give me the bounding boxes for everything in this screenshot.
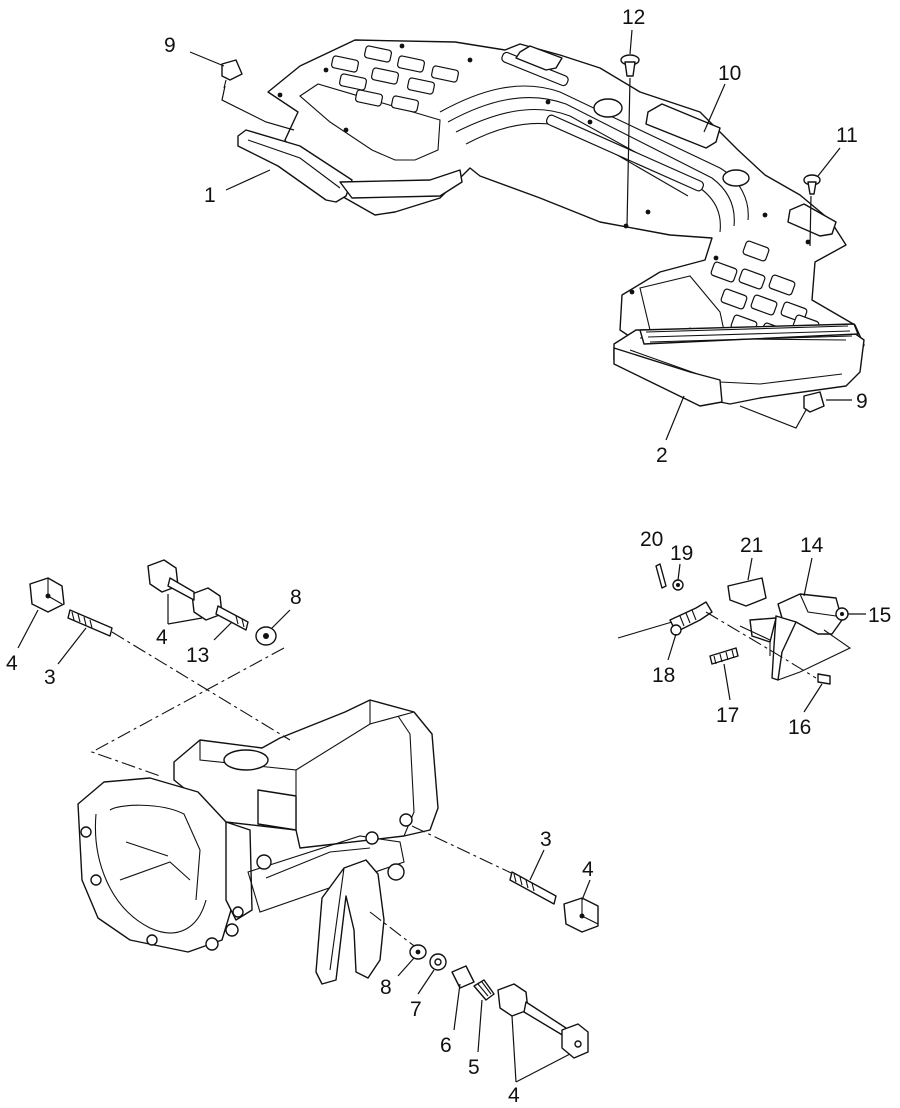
spring-5	[473, 979, 495, 1001]
callout-17: 17	[716, 704, 739, 727]
callout-labels: 9 1 12 10 11 9 2 4 3 4 13 8 20 19 21 14 …	[6, 6, 891, 1107]
floor-pad-10	[645, 103, 721, 149]
callout-15: 15	[868, 604, 891, 627]
floor-plate-assembly	[221, 39, 865, 429]
callout-3-a: 3	[44, 666, 56, 689]
callout-19: 19	[670, 542, 693, 565]
callout-18: 18	[652, 664, 675, 687]
housing-top-box	[173, 699, 439, 849]
shift-shaft-lower	[523, 1001, 567, 1037]
floor-plate-rib-3	[455, 108, 721, 233]
callout-14: 14	[800, 534, 824, 557]
callout-12: 12	[622, 6, 645, 29]
support-rail-1	[237, 129, 353, 203]
callout-4-d: 4	[508, 1084, 520, 1107]
shift-rod-group-lower	[409, 871, 599, 1059]
callout-6: 6	[440, 1034, 452, 1057]
bell-housing	[77, 777, 235, 953]
callout-9-bottom: 9	[856, 390, 868, 413]
callout-leaders-upper-left	[17, 594, 291, 665]
rivet-12	[620, 54, 640, 77]
callout-5: 5	[468, 1056, 480, 1079]
callout-3-b: 3	[540, 828, 552, 851]
callout-4-b: 4	[156, 626, 168, 649]
bolt-9-top	[221, 59, 243, 89]
leader-rivet-12	[626, 77, 631, 227]
floor-plate-slots-left	[330, 45, 460, 113]
floor-pad-round	[593, 98, 623, 118]
callout-10: 10	[718, 62, 741, 85]
floor-pad-round-2	[722, 169, 750, 187]
housing-side-boss	[257, 789, 297, 831]
cable-bracket-group	[617, 563, 852, 685]
support-tray-2-front	[613, 347, 723, 407]
housing-top-port	[223, 749, 269, 771]
pin-16	[817, 673, 831, 685]
callout-8-b: 8	[380, 976, 392, 999]
leader-bolt-9-bottom	[739, 405, 807, 429]
shift-shaft-13	[167, 577, 249, 631]
callout-4-a: 4	[6, 652, 18, 675]
cable-18	[617, 621, 673, 639]
callout-4-c: 4	[582, 858, 594, 881]
callout-leaders-right	[667, 557, 866, 713]
floor-pad-top	[515, 45, 563, 71]
floor-plate-rib-2	[447, 97, 735, 227]
lever-bracket-arm	[749, 617, 777, 643]
callout-9-top: 9	[164, 34, 176, 57]
housing-side-cover	[225, 821, 253, 921]
callout-21: 21	[740, 534, 763, 557]
bolt-9-bottom	[803, 391, 825, 413]
shift-lever-loop	[315, 859, 385, 985]
rivet-11	[803, 174, 821, 195]
spring-17	[709, 647, 739, 665]
callout-20: 20	[640, 528, 663, 551]
floor-plate-slots-center	[501, 51, 705, 192]
callout-leaders-lower	[397, 849, 591, 1083]
callout-leaders-top	[189, 29, 852, 441]
pin-20	[655, 563, 667, 589]
callout-7: 7	[410, 998, 422, 1021]
shift-rod-group-upper	[29, 559, 277, 646]
housing-pivot	[256, 854, 272, 870]
callout-16: 16	[788, 716, 811, 739]
callout-8-a: 8	[290, 586, 302, 609]
assembly-centerlines	[90, 631, 527, 953]
spacer-6	[451, 965, 475, 989]
callout-11: 11	[836, 124, 858, 147]
threaded-stud-3-a	[67, 609, 113, 637]
pad-21	[727, 577, 767, 607]
callout-13: 13	[186, 644, 209, 667]
callout-2: 2	[656, 444, 668, 467]
floor-pad-11	[787, 203, 837, 237]
support-rail-1-ledge	[339, 169, 463, 199]
leader-rivet-11	[809, 195, 812, 247]
callout-1: 1	[204, 184, 216, 207]
floor-plate-rib-1	[439, 85, 749, 221]
leader-bolt-9-top	[221, 85, 295, 131]
transmission-housing	[77, 699, 439, 985]
rod-end-block-4-d2	[561, 1023, 589, 1059]
